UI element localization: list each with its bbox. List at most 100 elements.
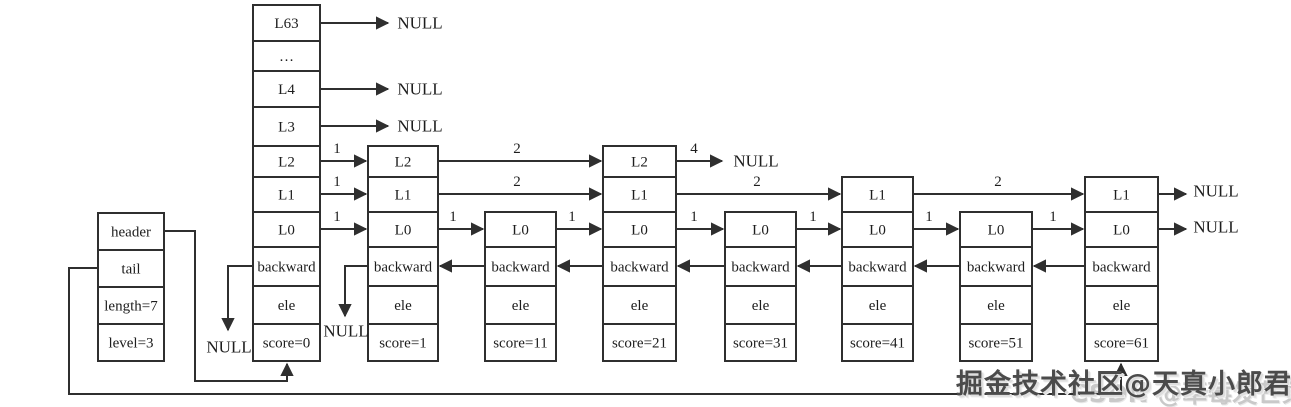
node-score-61-cell-ele [1084,285,1159,325]
null-label: NULL [1193,218,1238,237]
node-score-11-cell-score-label: score=11 [493,336,548,352]
node-score-1-cell-ele-label: ele [394,298,412,314]
edge-header-pointer [164,230,294,382]
null-label: NULL [733,152,778,171]
node-score-21-cell-ele-label: ele [631,298,649,314]
node-score-1-cell-score-label: score=1 [379,336,427,352]
node-score-1-cell-L1-label: L1 [395,188,412,204]
node-score-41-cell-L0-label: L0 [869,223,886,239]
null-label: NULL [206,338,251,357]
span-label: 4 [690,141,698,157]
node-score-21-cell-backward [602,246,677,287]
node-score-31-cell-ele-label: ele [752,298,770,314]
node-score-51-cell-score-label: score=51 [968,336,1023,352]
node-score-11-cell-L0 [484,211,557,248]
span-label: 1 [925,209,933,225]
node-score-41-cell-score [841,323,914,362]
node-score-1-cell-L2-label: L2 [395,155,412,171]
node-score-51-cell-L0-label: L0 [988,223,1005,239]
header-node-cell-L4 [252,70,321,108]
null-label: NULL [323,322,368,341]
edge-header-backward-to-null [221,265,253,332]
header-node-cell-backward [252,246,321,287]
node-score-21-cell-backward-label: backward [610,260,669,276]
watermark-primary: 掘金技术社区@天真小郎君 [956,369,1291,400]
span-label: 1 [449,209,457,225]
node-score-51-cell-L0 [959,211,1033,248]
span-label: 1 [333,209,341,225]
node-score-21-cell-L0 [602,211,677,248]
skiplist-struct-box-cell-0-label: header [111,225,151,241]
node-score-11-cell-backward-label: backward [491,260,550,276]
span-label: 2 [994,174,1002,190]
node-score-61-cell-backward-label: backward [1092,260,1151,276]
node-score-51-cell-backward-label: backward [967,260,1026,276]
header-node-cell-backward-label: backward [257,260,316,276]
skiplist-struct-box-cell-1 [97,249,165,288]
node-score-1-cell-ele [367,285,439,325]
header-node-cell-L4-label: L4 [278,82,295,98]
node-score-41-cell-score-label: score=41 [850,336,905,352]
span-label: 1 [333,174,341,190]
node-score-61-cell-score-label: score=61 [1094,336,1149,352]
header-node-cell-dots-label: … [279,49,294,65]
span-label: 2 [513,141,521,157]
node-score-31: L0 backward ele score=31 [724,211,797,362]
node-score-61-cell-L0-label: L0 [1113,223,1130,239]
skiplist-struct-box-cell-1-label: tail [121,262,140,278]
null-label: NULL [397,80,442,99]
node-score-41-cell-ele [841,285,914,325]
node-score-31-cell-L0-label: L0 [752,223,769,239]
skiplist-struct-box-cell-0 [97,212,165,251]
node-score-31-cell-ele [724,285,797,325]
header-node-cell-L3-label: L3 [278,120,295,136]
header-node-cell-L3 [252,106,321,147]
node-score-51-cell-ele-label: ele [987,298,1005,314]
node-score-51-cell-ele [959,285,1033,325]
node-score-51: L0 backward ele score=51 [959,211,1033,362]
node-score-61-cell-L1 [1084,176,1159,213]
header-node-cell-L0-label: L0 [278,223,295,239]
header-node-cell-L1-label: L1 [278,188,295,204]
edge-node1-backward-to-null [338,265,368,318]
skiplist-struct-box-cell-2-label: length=7 [104,299,158,315]
null-label: NULL [1193,182,1238,201]
span-label: 1 [568,209,576,225]
node-score-31-cell-backward-label: backward [731,260,790,276]
edge-tail-pointer [68,267,1128,395]
node-score-41-cell-L0 [841,211,914,248]
span-label: 1 [333,141,341,157]
node-score-21-cell-L1 [602,176,677,213]
skiplist-struct-box-cell-3 [97,323,165,362]
node-score-21-cell-L0-label: L0 [631,223,648,239]
node-score-61-cell-L1-label: L1 [1113,188,1130,204]
span-label: 1 [690,209,698,225]
skiplist-struct-box-cell-2 [97,286,165,325]
node-score-11-cell-ele [484,285,557,325]
node-score-31-cell-score [724,323,797,362]
node-score-11-cell-backward [484,246,557,287]
node-score-21-cell-score [602,323,677,362]
skiplist-struct-box: header tail length=7 level=3 [97,212,165,362]
header-node-cell-ele-label: ele [278,298,296,314]
node-score-41-cell-backward [841,246,914,287]
node-score-1-cell-backward-label: backward [374,260,433,276]
header-node-cell-L63 [252,4,321,42]
node-score-41-cell-backward-label: backward [848,260,907,276]
node-score-61-cell-ele-label: ele [1113,298,1131,314]
skiplist-struct-box-cell-3-label: level=3 [108,336,153,352]
header-node-cell-score [252,323,321,362]
node-score-51-cell-score [959,323,1033,362]
node-score-31-cell-score-label: score=31 [733,336,788,352]
node-score-31-cell-L0 [724,211,797,248]
node-score-1-cell-backward [367,246,439,287]
node-score-21-cell-L2 [602,145,677,178]
node-score-11-cell-score [484,323,557,362]
